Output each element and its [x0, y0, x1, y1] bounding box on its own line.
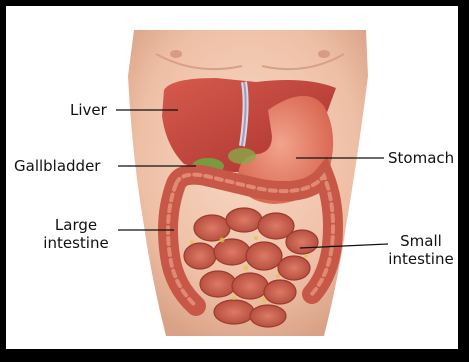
right-nipple — [318, 50, 330, 58]
stomach-label: Stomach — [388, 149, 454, 167]
large-intestine-label: Large intestine — [38, 216, 114, 252]
left-nipple — [170, 50, 182, 58]
liver-label: Liver — [70, 101, 107, 119]
small-intestine-label-line1: Small — [386, 232, 456, 250]
large-intestine-label-line2: intestine — [38, 234, 114, 252]
small-intestine-label-line2: intestine — [386, 250, 456, 268]
illustration-panel: Liver Gallbladder Large intestine Stomac… — [6, 6, 458, 349]
large-intestine-label-line1: Large — [38, 216, 114, 234]
small-intestine-label: Small intestine — [386, 232, 456, 268]
gallbladder-label: Gallbladder — [14, 157, 100, 175]
anatomy-illustration — [6, 6, 458, 349]
